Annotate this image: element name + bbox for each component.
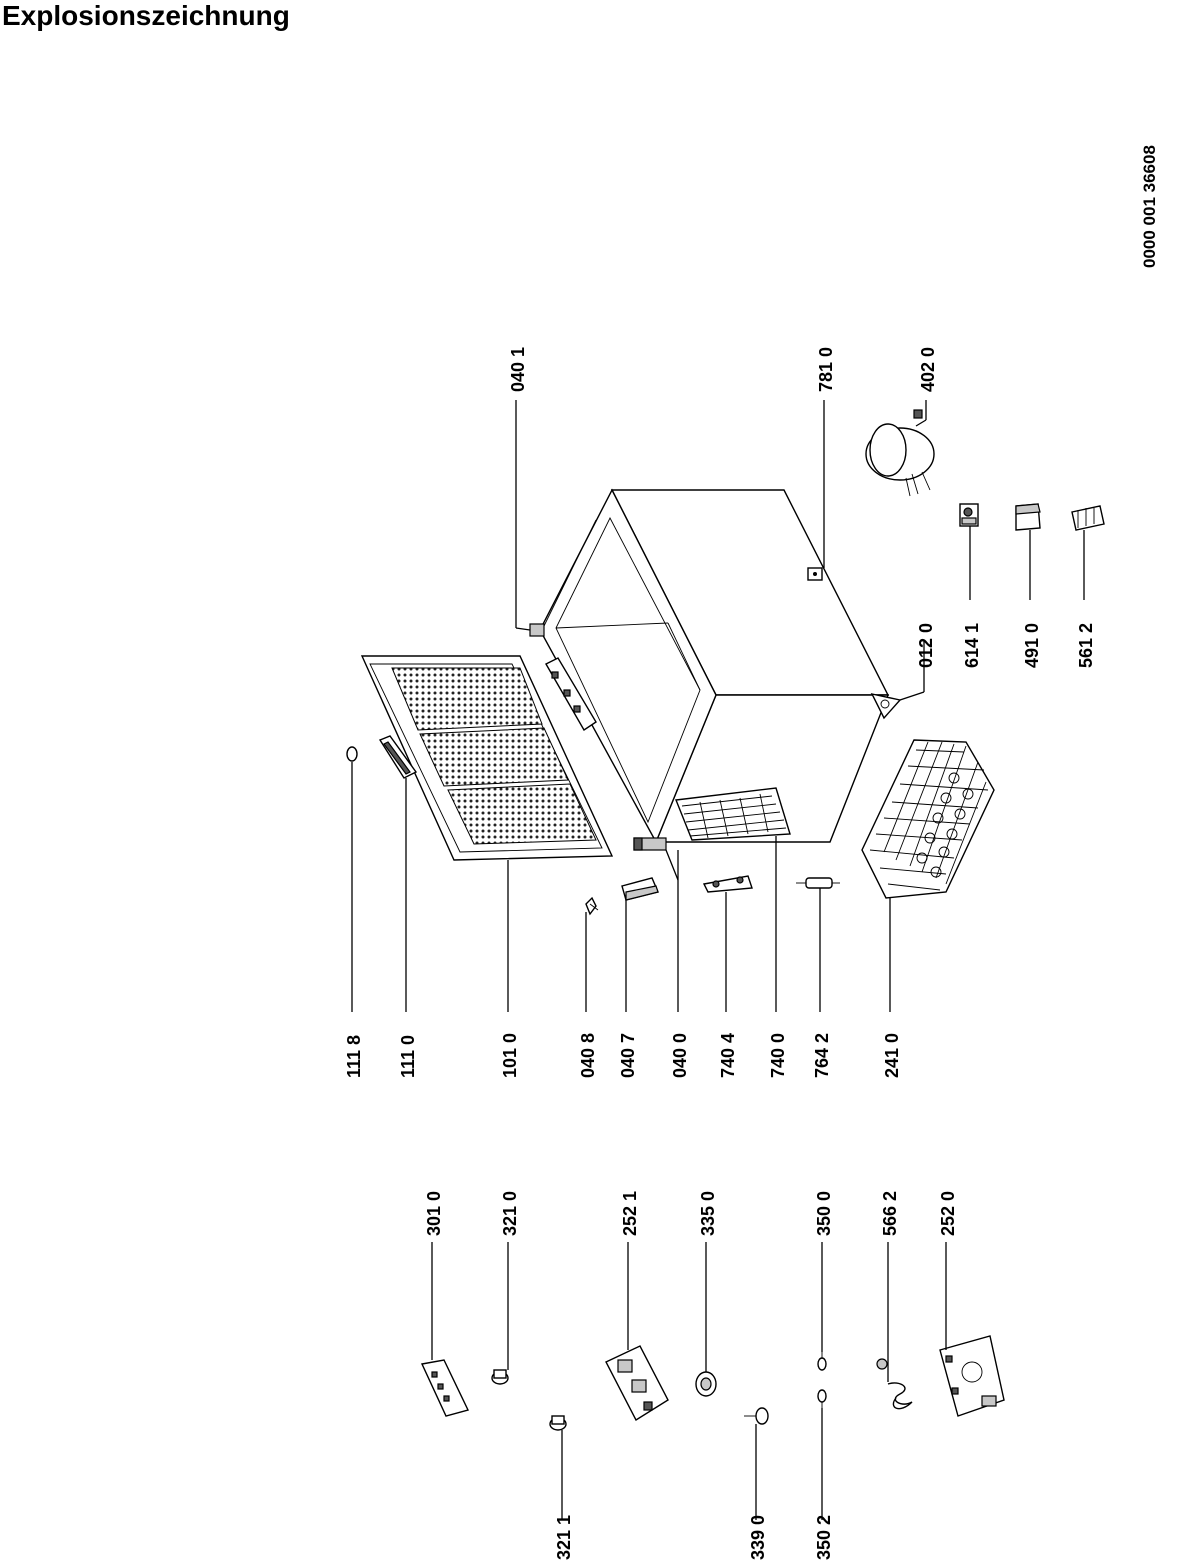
- callout-label: 252 1: [620, 1191, 640, 1236]
- cabinet-control-strip: [545, 657, 597, 731]
- callout-label: 335 0: [698, 1191, 718, 1236]
- callout-label: 350 2: [814, 1515, 834, 1560]
- callout-label: 764 2: [812, 1033, 832, 1078]
- knob-part: [491, 1369, 509, 1385]
- page-title: Explosionszeichnung: [2, 0, 290, 31]
- storage-basket: [861, 739, 995, 899]
- callout-label: 339 0: [748, 1515, 768, 1560]
- callout-label: 566 2: [880, 1191, 900, 1236]
- callout-label: 740 4: [718, 1033, 738, 1078]
- callout-label: 561 2: [1076, 623, 1096, 668]
- callout-label: 614 1: [962, 623, 982, 668]
- callout-label: 101 0: [500, 1033, 520, 1078]
- freezer-lid: [360, 655, 614, 861]
- knob-stem-part: [744, 1407, 769, 1425]
- drier-filter-part: [796, 877, 840, 889]
- control-panel-part: [420, 1359, 469, 1417]
- thermostat-housing-part: [605, 1345, 669, 1421]
- thermostat-part: [939, 1335, 1005, 1417]
- sensor-spring-part: [876, 1358, 913, 1410]
- compressor: [865, 409, 935, 497]
- clip-part: [585, 896, 599, 916]
- hinge-cover-part: [621, 877, 659, 901]
- callout-label: 241 0: [882, 1033, 902, 1078]
- callout-label: 012 0: [916, 623, 936, 668]
- terminal-part: [1071, 505, 1105, 531]
- lamp-part: [817, 1352, 827, 1371]
- callout-label: 491 0: [1022, 623, 1042, 668]
- lamp-part: [817, 1389, 827, 1408]
- rating-plate-part: [807, 567, 823, 581]
- callout-label: 740 0: [768, 1033, 788, 1078]
- condenser-holder-part: [702, 875, 753, 893]
- callout-label: 781 0: [816, 347, 836, 392]
- relay-part: [959, 503, 979, 527]
- callout-label: 252 0: [938, 1191, 958, 1236]
- callout-label: 321 0: [500, 1191, 520, 1236]
- callout-label: 040 0: [670, 1033, 690, 1078]
- condenser-coil: [675, 787, 791, 841]
- leader-lines: [351, 400, 1085, 1520]
- callout-label: 040 7: [618, 1033, 638, 1078]
- callout-label: 321 1: [554, 1515, 574, 1560]
- callout-label: 040 1: [508, 347, 528, 392]
- callout-labels: 111 8 111 0 101 0 040 8 040 7 040 0 740 …: [344, 347, 1096, 1560]
- hinge-top-part: [529, 623, 545, 637]
- callout-label: 301 0: [424, 1191, 444, 1236]
- callout-label: 350 0: [814, 1191, 834, 1236]
- hinge-bottom-part: [633, 837, 667, 851]
- callout-label: 111 0: [398, 1035, 418, 1078]
- ring-part: [695, 1371, 717, 1397]
- lid-handle: [378, 735, 418, 779]
- freezer-cabinet: [539, 488, 890, 844]
- lid-plug: [346, 746, 358, 762]
- capacitor-box-part: [1015, 503, 1041, 531]
- foot-part: [870, 693, 902, 720]
- knob-part: [549, 1415, 567, 1431]
- callout-label: 040 8: [578, 1033, 598, 1078]
- callout-label: 402 0: [918, 347, 938, 392]
- callout-label: 111 8: [344, 1035, 364, 1078]
